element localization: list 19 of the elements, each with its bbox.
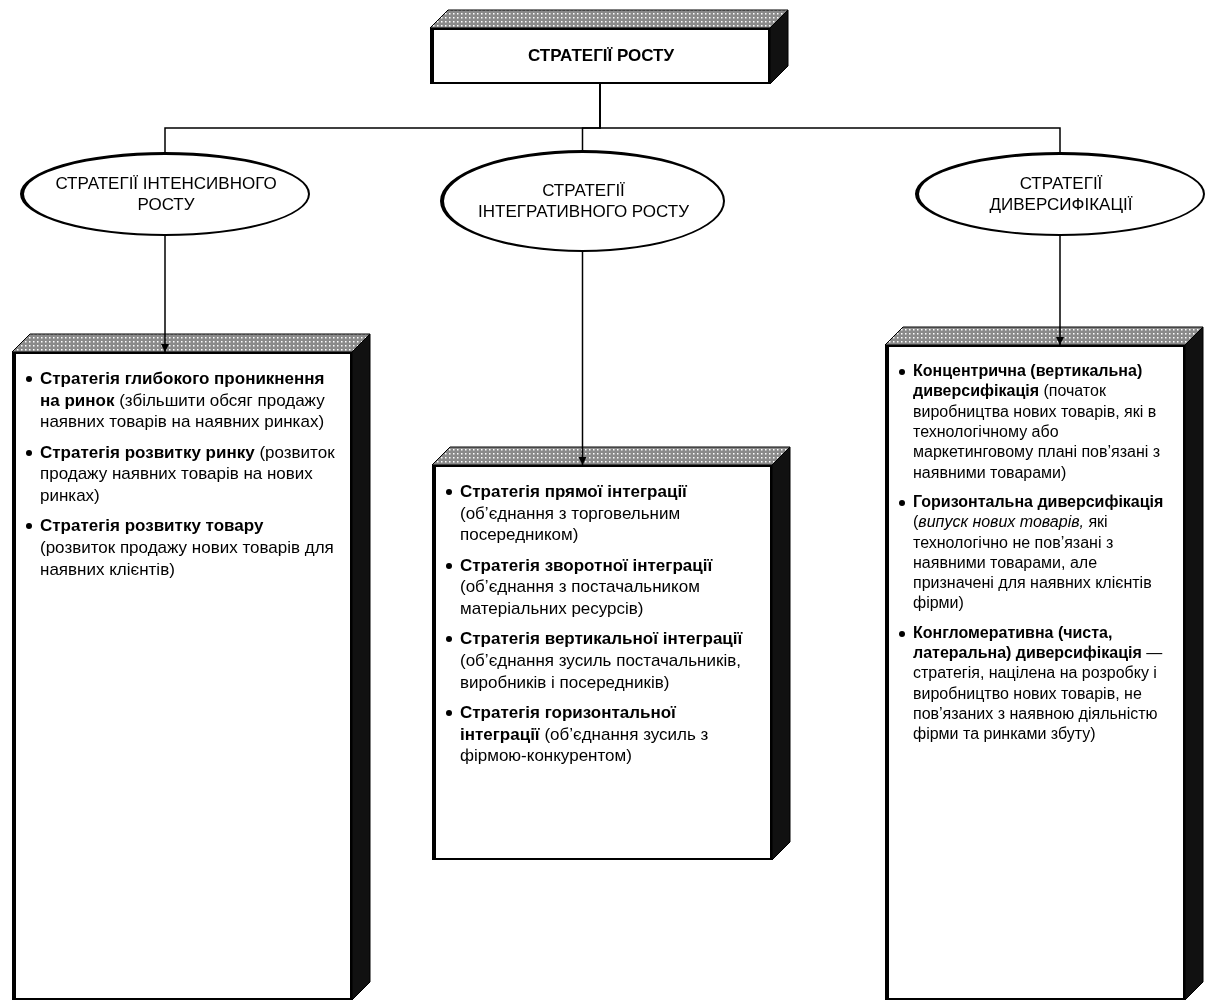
- arrow: [161, 235, 169, 353]
- diagram-heading: СТРАТЕГІЇ РОСТУ: [527, 46, 675, 66]
- arrow: [578, 251, 587, 466]
- strategy-description: Стратегія розвитку товару (розвиток продажу нових товарів для наявних клієнтів): [40, 516, 334, 579]
- strategy-description: Стратегія розвитку ринку (розвиток продажу наявних товарів на нових ринках): [40, 442, 335, 505]
- category-heading: СТРАТЕГІЇ ДИВЕРСИФІКАЦІЇ: [988, 174, 1134, 215]
- category-heading: СТРАТЕГІЇ ІНТЕГРАТИВНОГО РОСТУ: [477, 181, 690, 222]
- connector-line: [599, 83, 1061, 153]
- strategy-description: Стратегія горизонтальної інтеграції (об’єднання зусиль з фірмою-конкурентом): [460, 703, 709, 766]
- arrow: [1056, 235, 1064, 346]
- strategy-description: Конгломеративна (чиста, латеральна) диверсифікація — стратегія, націлена на розробку і виробництво нових товарів, не пов’язаних з наявною діяльністю фірми та ринками збуту): [913, 623, 1163, 743]
- category-heading: СТРАТЕГІЇ ІНТЕНСИВНОГО РОСТУ: [54, 174, 278, 215]
- strategy-description: Концентрична (вертикальна) диверсифікація (початок виробництва нових товарів, які в технологічному або маркетинговому плані пов’язані з наявними товарами): [913, 362, 1161, 481]
- title-box: [430, 28, 770, 84]
- strategy-description: Стратегія зворотної інтеграції (об’єднання з постачальником матеріальних ресурсів): [460, 555, 713, 618]
- strategy-description: Горизонтальна диверсифікація (випуск нових товарів, які технологічно не пов’язані з наявними товарами, але призначені для наявних клієнтів фірми): [913, 492, 1164, 612]
- strategy-description: Стратегія глибокого проникнення на ринок (збільшити обсяг продажу наявних товарів на наявних ринках): [40, 369, 325, 432]
- strategy-description: Стратегія прямої інтеграції (об’єднання з торговельним посередником): [460, 482, 687, 545]
- strategy-description: Стратегія вертикальної інтеграції (об’єднання зусиль постачальників, виробників і посередників): [460, 629, 743, 692]
